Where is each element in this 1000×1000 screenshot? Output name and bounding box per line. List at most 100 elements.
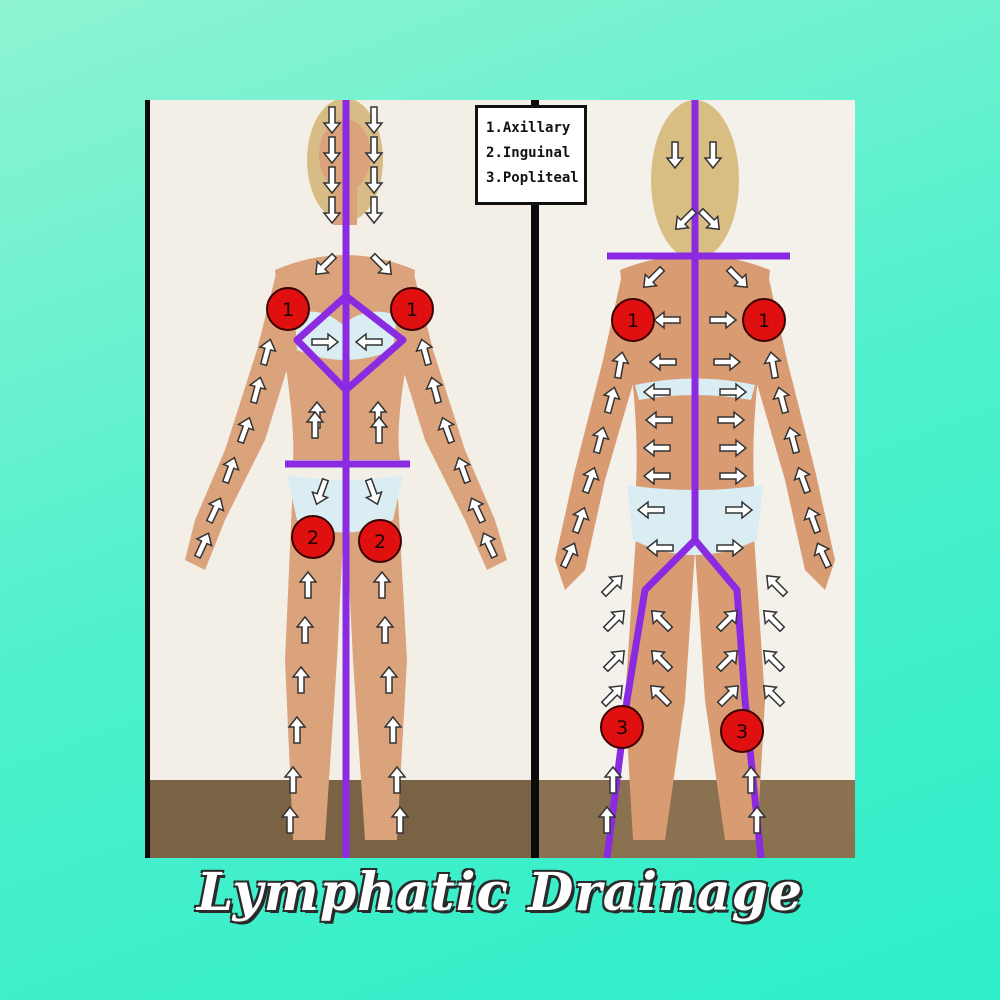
drainage-arrow	[467, 497, 487, 525]
drainage-arrow	[674, 207, 698, 231]
drainage-arrow	[719, 382, 748, 402]
node-circle	[390, 287, 434, 331]
node-number: 3	[736, 721, 748, 743]
drainage-arrow	[762, 649, 786, 673]
drainage-arrow	[369, 252, 393, 276]
node-number: 2	[374, 531, 386, 553]
drainage-arrow	[311, 477, 330, 506]
drainage-arrow	[314, 252, 338, 276]
node-circle	[742, 298, 786, 342]
drainage-arrow	[364, 166, 384, 195]
drainage-arrow	[287, 715, 307, 744]
drainage-arrow	[369, 415, 389, 444]
front-guide-lines	[285, 100, 410, 858]
node-circle	[291, 515, 335, 559]
node-circle	[611, 298, 655, 342]
drainage-arrow	[648, 352, 677, 372]
page-title: Lymphatic Drainage	[196, 862, 804, 923]
legend-box: 1.Axillary 2.Inguinal 3.Popliteal	[475, 105, 587, 205]
drainage-arrow	[364, 477, 383, 506]
front-node-right-axillary: 1	[390, 287, 434, 331]
back-left-arm	[555, 270, 637, 590]
legend-label: Axillary	[502, 120, 571, 136]
drainage-arrow	[364, 136, 384, 165]
drainage-arrow	[298, 570, 318, 599]
node-circle	[720, 709, 764, 753]
drainage-arrow	[453, 456, 472, 485]
legend-number: 2	[486, 145, 495, 161]
drainage-arrow	[725, 500, 754, 520]
drainage-arrow	[602, 649, 626, 673]
drainage-arrow	[603, 765, 623, 794]
node-number: 2	[307, 527, 319, 549]
drainage-arrow	[645, 538, 674, 558]
drainage-arrow	[354, 332, 383, 352]
legend-item-popliteal: 3.Popliteal	[486, 170, 579, 186]
drainage-arrow	[762, 684, 786, 708]
back-node-right-axillary: 1	[742, 298, 786, 342]
back-node-right-popliteal: 3	[720, 709, 764, 753]
node-circle	[266, 287, 310, 331]
drainage-arrow	[236, 416, 255, 445]
drainage-arrow	[581, 466, 600, 495]
drainage-arrow	[725, 265, 749, 289]
panel-divider	[531, 205, 539, 858]
lymphatic-diagram: 1 1 2 2 1 1	[150, 100, 855, 858]
back-left-leg-line	[603, 537, 698, 858]
drainage-arrow	[783, 426, 802, 455]
front-left-leg	[285, 480, 345, 840]
drainage-arrow	[716, 684, 740, 708]
drainage-arrow	[283, 765, 303, 794]
drainage-arrow	[652, 310, 681, 330]
drainage-arrow	[813, 542, 833, 570]
node-number: 3	[616, 717, 628, 739]
legend-label: Popliteal	[502, 170, 579, 186]
drainage-arrow	[713, 352, 742, 372]
drainage-arrow	[372, 570, 392, 599]
drainage-arrow	[715, 649, 739, 673]
drainage-arrow	[193, 532, 213, 560]
back-node-left-popliteal: 3	[600, 705, 644, 749]
drainage-arrow	[717, 410, 746, 430]
drainage-arrow	[763, 351, 783, 380]
drainage-arrow	[415, 338, 434, 367]
diagram-panel: 1 1 2 2 1 1	[145, 100, 855, 858]
drainage-arrow	[383, 715, 403, 744]
legend-item-axillary: 1.Axillary	[486, 120, 571, 136]
drainage-arrow	[772, 386, 791, 415]
front-node-left-axillary: 1	[266, 287, 310, 331]
drainage-arrow	[697, 207, 721, 231]
back-nodes: 1 1 3 3	[600, 298, 786, 753]
drainage-arrow	[364, 196, 384, 225]
drainage-arrow	[636, 500, 665, 520]
drainage-arrow	[280, 805, 300, 834]
drainage-arrow	[650, 649, 674, 673]
legend-number: 3	[486, 170, 495, 186]
drainage-arrow	[559, 542, 579, 570]
front-right-leg	[345, 480, 407, 840]
node-circle	[600, 705, 644, 749]
drainage-arrow	[610, 351, 630, 380]
drainage-arrow	[716, 538, 745, 558]
drainage-arrow	[765, 574, 789, 598]
node-number: 1	[282, 299, 294, 321]
drainage-arrow	[221, 456, 240, 485]
drainage-arrow	[602, 386, 621, 415]
front-nodes: 1 1 2 2	[266, 287, 434, 563]
drainage-arrow	[649, 684, 673, 708]
drainage-arrow	[642, 466, 671, 486]
drainage-arrow	[803, 506, 822, 535]
drainage-arrow	[390, 805, 410, 834]
drainage-arrow	[642, 265, 666, 289]
drainage-arrow	[644, 410, 673, 430]
drainage-arrow	[311, 332, 340, 352]
drainage-arrow	[205, 497, 225, 525]
drainage-arrow	[387, 765, 407, 794]
drainage-arrow	[295, 615, 315, 644]
drainage-arrow	[715, 609, 739, 633]
drainage-arrow	[597, 805, 617, 834]
drainage-arrow	[571, 506, 590, 535]
drainage-arrow	[642, 382, 671, 402]
drainage-arrow	[322, 166, 342, 195]
drainage-arrow	[437, 416, 456, 445]
